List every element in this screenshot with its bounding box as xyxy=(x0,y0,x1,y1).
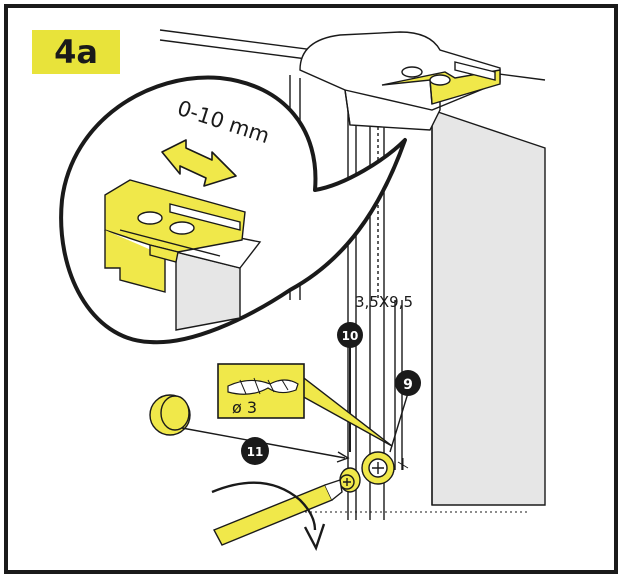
cover-cap xyxy=(149,394,191,436)
adjust-double-arrow xyxy=(161,139,237,187)
part-11-marker: 11 xyxy=(241,437,269,465)
hinge-screw xyxy=(361,451,409,485)
hinge-top xyxy=(299,31,501,131)
rotation-arrow xyxy=(211,481,317,531)
screwdriver xyxy=(213,479,343,546)
side-panel xyxy=(431,109,546,506)
drill-bit-icon xyxy=(227,379,299,395)
part-9-number: 9 xyxy=(403,377,413,393)
screw-size-label: 3,5X9,5 xyxy=(355,293,413,311)
part-11-number: 11 xyxy=(247,445,264,459)
zoomed-hinge-plate xyxy=(104,179,246,253)
zoomed-hinge xyxy=(104,179,262,331)
step-badge xyxy=(32,30,120,74)
drill-callout-box: ø 3 xyxy=(217,363,305,419)
part-9-marker: 9 xyxy=(389,370,421,453)
part-10-number: 10 xyxy=(342,329,359,343)
drill-diameter-label: ø 3 xyxy=(232,398,257,417)
screw-cap xyxy=(339,467,361,493)
part-10-marker: 10 xyxy=(337,322,363,452)
step-badge-label: 4a xyxy=(54,33,98,71)
